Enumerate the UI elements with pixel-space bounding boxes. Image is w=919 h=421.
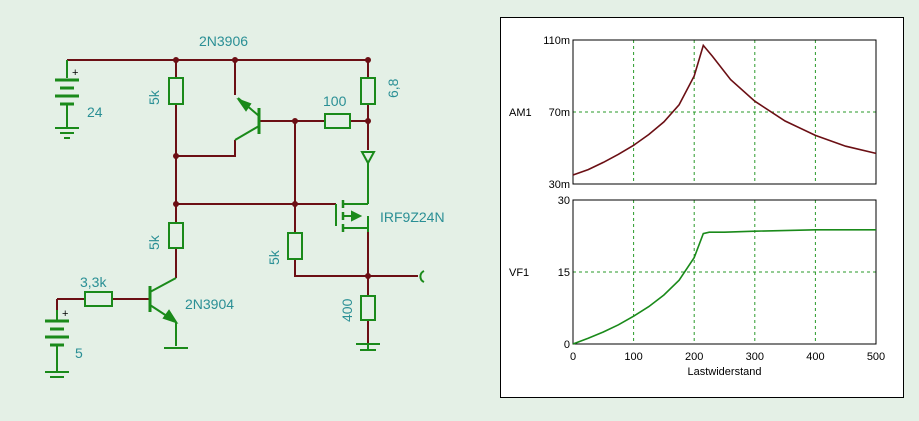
battery-24-icon [55,60,79,139]
label-24: 24 [87,104,103,120]
label-400: 400 [339,298,355,322]
y-tick-label: 70m [549,107,570,119]
label-5k-mid: 5k [146,234,162,250]
y-tick-label: 15 [558,267,570,279]
y-tick-label: 110m [543,35,570,47]
resistor-100 [324,113,351,129]
wires [56,59,418,344]
label-2n3904: 2N3904 [185,296,234,312]
transistor-2n3904-icon [148,277,188,349]
output-terminal-icon [419,270,425,283]
battery-24-plus-icon: + [72,67,78,79]
label-3-3k: 3,3k [80,274,107,290]
y-tick-label: 30 [558,195,570,207]
label-2n3906: 2N3906 [199,33,248,49]
plot-frame [572,39,877,185]
ground-400-icon [356,343,380,351]
x-axis-label: Lastwiderstand [688,366,762,378]
x-tick-label: 0 [570,351,576,363]
label-100: 100 [323,93,347,109]
series-name-label: VF1 [509,267,529,279]
resistor-3-3k [84,291,113,307]
battery-5-plus-icon: + [62,308,68,320]
plot-frame [572,199,877,345]
ammeter-arrow-icon [360,151,376,166]
y-tick-label: 0 [564,339,570,351]
resistor-5k-mid [168,222,184,249]
x-tick-label: 400 [806,351,824,363]
series-line [572,229,876,345]
label-5k-top: 5k [146,89,162,105]
label-6-8: 6,8 [385,78,401,98]
label-irf9z24n: IRF9Z24N [380,209,445,225]
battery-5-icon [45,310,69,378]
circuit-schematic: + [45,33,445,378]
series-line [572,43,877,176]
resistor-6-8 [360,77,376,105]
resistor-5k-gate [287,232,303,260]
x-tick-label: 300 [746,351,764,363]
y-tick-label: 30m [549,179,570,191]
mosfet-irf9z24n-icon [335,190,369,232]
label-5k-gate: 5k [266,249,282,265]
resistor-400 [360,295,376,321]
x-tick-label: 500 [867,351,885,363]
x-tick-label: 200 [685,351,703,363]
resistor-5k-top [168,77,184,105]
label-5: 5 [75,345,83,361]
x-tick-label: 100 [624,351,642,363]
transistor-2n3906-icon [234,97,261,141]
series-name-label: AM1 [509,107,532,119]
junctions [173,57,371,279]
